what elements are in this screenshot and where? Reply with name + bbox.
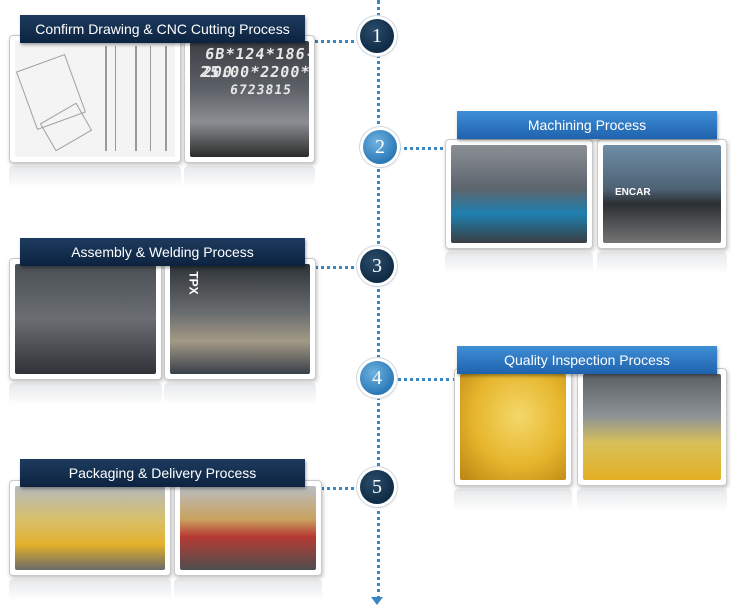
step-4-title: Quality Inspection Process bbox=[457, 346, 717, 374]
reflection bbox=[164, 383, 316, 405]
step-number-4: 4 bbox=[360, 361, 394, 395]
inspected-part-image bbox=[460, 374, 566, 480]
part-closeup-photo bbox=[454, 368, 572, 486]
connector-4 bbox=[397, 378, 457, 381]
inspector-image bbox=[583, 374, 721, 480]
step-5-title: Packaging & Delivery Process bbox=[20, 459, 305, 487]
step-number-2: 2 bbox=[363, 130, 397, 164]
reflection bbox=[577, 489, 727, 511]
steel-plate-image: 6B*124*186-200 25.00*2200*10 6723815 bbox=[190, 41, 309, 157]
packaged-buckets-image bbox=[15, 486, 165, 570]
drawing-photo bbox=[9, 35, 181, 163]
connector-3 bbox=[315, 266, 360, 269]
step-number-3: 3 bbox=[360, 249, 394, 283]
reflection bbox=[597, 252, 727, 274]
reflection bbox=[454, 489, 572, 511]
cnc-photo: ENCAR bbox=[597, 139, 727, 249]
step-1-title: Confirm Drawing & CNC Cutting Process bbox=[20, 15, 305, 43]
arrow-down-icon bbox=[371, 597, 383, 605]
reflection bbox=[9, 383, 162, 405]
inspection-photo bbox=[577, 368, 727, 486]
steel-marking-photo: 6B*124*186-200 25.00*2200*10 6723815 bbox=[184, 35, 315, 163]
steel-marking-text-2: 25.00*2200*10 bbox=[199, 63, 309, 81]
technical-drawing-image bbox=[15, 41, 175, 157]
step-number-5: 5 bbox=[360, 470, 394, 504]
packaging-photo bbox=[9, 480, 171, 576]
reflection bbox=[9, 579, 171, 601]
reflection bbox=[184, 166, 315, 188]
delivery-photo bbox=[174, 480, 322, 576]
reflection bbox=[445, 252, 593, 274]
welding-worker-image: TPX bbox=[170, 264, 310, 374]
step-3-title: Assembly & Welding Process bbox=[20, 238, 305, 266]
step-2-title: Machining Process bbox=[457, 111, 717, 139]
timeline-line bbox=[377, 0, 380, 600]
step-number-1: 1 bbox=[360, 19, 394, 53]
reflection bbox=[174, 579, 322, 601]
lathe-photo bbox=[445, 139, 593, 249]
reflection bbox=[9, 166, 181, 188]
delivery-truck-image bbox=[180, 486, 316, 570]
machining-lathe-image bbox=[451, 145, 587, 243]
connector-1 bbox=[315, 40, 360, 43]
steel-marking-text-3: 6723815 bbox=[229, 83, 293, 98]
cnc-brand-label: ENCAR bbox=[615, 187, 651, 198]
assembly-workshop-image bbox=[15, 264, 156, 374]
weld-sign-text: TPX bbox=[187, 271, 201, 294]
cnc-cutting-machine-image: ENCAR bbox=[603, 145, 721, 243]
assembly-photo bbox=[9, 258, 162, 380]
welding-photo: TPX bbox=[164, 258, 316, 380]
